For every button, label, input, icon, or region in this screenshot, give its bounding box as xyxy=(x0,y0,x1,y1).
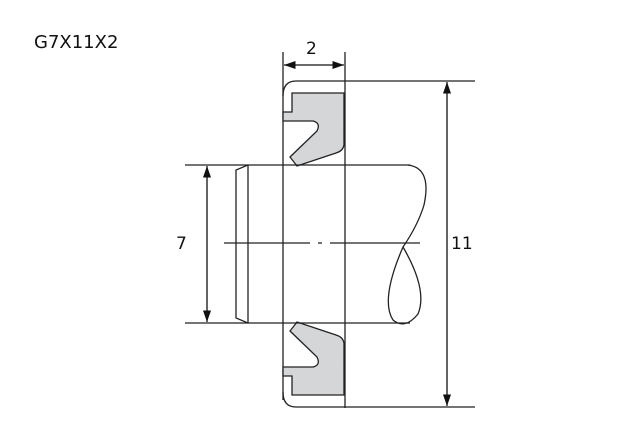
corner-top xyxy=(282,80,297,97)
outer-diameter-label: 11 xyxy=(451,234,473,254)
shaft-chamfer xyxy=(235,164,249,324)
inner-diameter-label: 7 xyxy=(176,234,187,254)
part-title: G7X11X2 xyxy=(34,32,119,53)
corner-bottom xyxy=(282,391,297,408)
seal-lip-top xyxy=(282,92,345,167)
width-label: 2 xyxy=(306,39,317,59)
seal-lip-bottom xyxy=(282,321,345,396)
shaft-break xyxy=(387,164,427,325)
